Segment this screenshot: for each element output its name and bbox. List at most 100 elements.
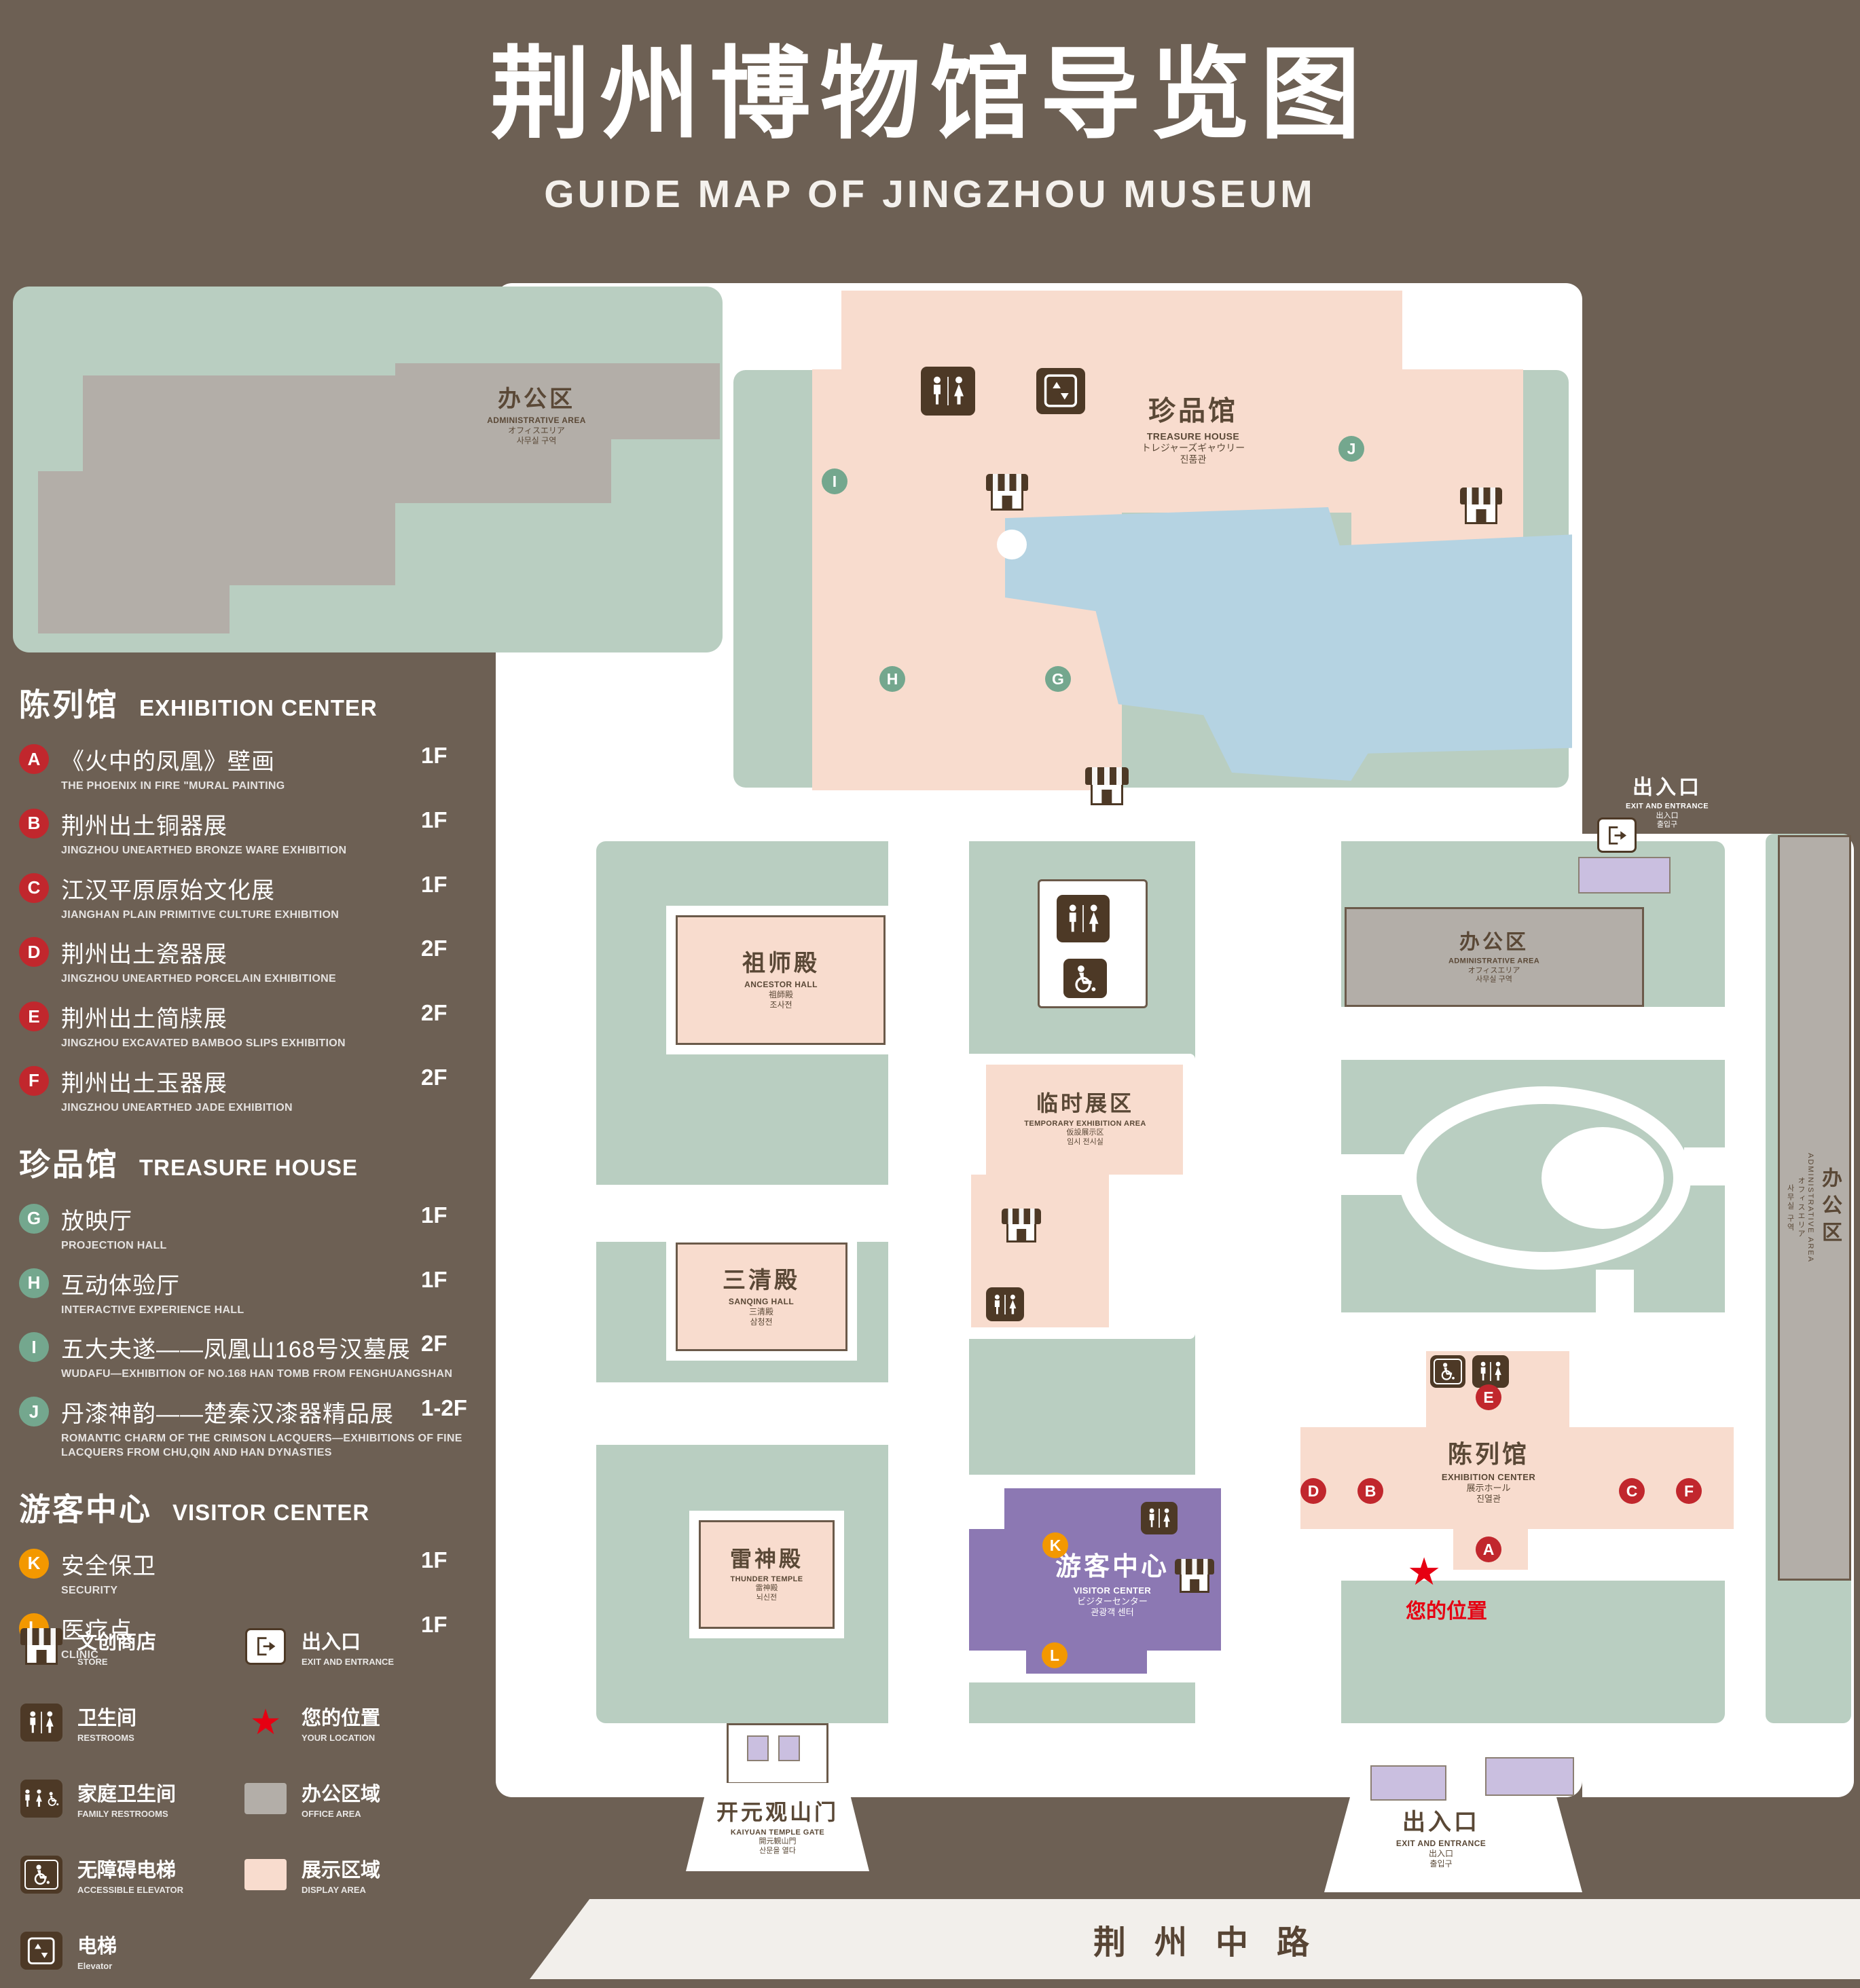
label-sanqing-hall: 三清殿 SANQING HALL 三清殿 삼청전 <box>723 1268 800 1327</box>
fountain <box>997 530 1027 559</box>
accessible-elevator-icon <box>1430 1355 1465 1388</box>
path-horizontal-2 <box>596 1382 888 1445</box>
building-admin-nw <box>38 471 230 633</box>
marker-f: F <box>1676 1478 1702 1504</box>
label-temp-exhibition: 临时展区 TEMPORARY EXHIBITION AREA 仮設展示区 임시 … <box>1024 1091 1146 1147</box>
gate-door <box>778 1735 800 1761</box>
label-admin-mid: 办公区 ADMINISTRATIVE AREA オフィスエリア 사무실 구역 <box>1448 931 1540 984</box>
path-horizontal-1 <box>596 1185 888 1242</box>
path-vertical-1 <box>888 841 969 1723</box>
building-admin-right <box>1778 835 1851 1581</box>
restroom-icon <box>1057 895 1110 942</box>
gate-forecourt <box>686 1783 869 1871</box>
marker-badge-a: A <box>19 744 49 774</box>
marker-badge-b: B <box>19 808 49 839</box>
label-ancestor-hall: 祖师殿 ANCESTOR HALL 祖師殿 조사전 <box>742 951 820 1010</box>
marker-h: H <box>879 666 905 692</box>
page-subtitle: GUIDE MAP OF JINGZHOU MUSEUM <box>544 172 1316 216</box>
building-temp-exhibition <box>986 1065 1183 1175</box>
restroom-icon <box>986 1287 1024 1321</box>
your-location-star-icon: ★ <box>1407 1550 1442 1594</box>
store-icon <box>1085 767 1129 805</box>
store-icon <box>20 1628 62 1665</box>
building-treasure-house <box>969 369 1351 513</box>
marker-c: C <box>1619 1478 1645 1504</box>
marker-badge-j: J <box>19 1397 49 1427</box>
office-area-swatch <box>244 1783 287 1814</box>
restroom-icon <box>1141 1502 1178 1534</box>
marker-badge-i: I <box>19 1332 49 1363</box>
family-restroom-icon <box>20 1780 62 1818</box>
label-treasure-house: 珍品馆 TREASURE HOUSE トレジャーズギャウリー 진품관 <box>1141 396 1245 465</box>
legend-section-visitor-heading: 游客中心 VISITOR CENTER <box>19 1491 370 1527</box>
building-admin-nw <box>395 439 611 503</box>
legend-section-treasure-heading: 珍品馆 TREASURE HOUSE <box>19 1146 359 1182</box>
accessible-elevator-icon <box>20 1856 62 1894</box>
marker-badge-g: G <box>19 1203 49 1234</box>
marker-badge-f: F <box>19 1065 49 1096</box>
gate-door <box>747 1735 769 1761</box>
your-location-label: 您的位置 <box>1406 1600 1487 1623</box>
store-icon <box>1460 487 1502 524</box>
path-horizontal-3 <box>1341 1007 1725 1060</box>
marker-a: A <box>1476 1536 1501 1562</box>
exit-forecourt <box>1324 1797 1582 1892</box>
label-gate: 开元观山门 KAIYUAN TEMPLE GATE 開元観山門 산문을 열다 <box>716 1800 839 1856</box>
marker-badge-h: H <box>19 1268 49 1298</box>
store-icon <box>1175 1559 1214 1593</box>
marker-d: D <box>1300 1478 1326 1504</box>
label-visitor-center: 游客中心 VISITOR CENTER ビジターセンター 관광객 센터 <box>1055 1552 1170 1618</box>
legend-section-exhibition-heading: 陈列馆 EXHIBITION CENTER <box>19 687 378 722</box>
marker-badge-c: C <box>19 872 49 903</box>
exit-gate-structure <box>1578 857 1671 894</box>
building-visitor-center <box>969 1529 1004 1651</box>
marker-g: G <box>1045 666 1071 692</box>
garden-path-stub-left <box>1341 1154 1406 1195</box>
exit-gate-structure <box>1485 1757 1574 1796</box>
label-admin-nw: 办公区 ADMINISTRATIVE AREA オフィスエリア 사무실 구역 <box>487 386 586 446</box>
garden-path-stub-bottom <box>1596 1270 1634 1317</box>
exit-gate-structure <box>1370 1765 1446 1801</box>
display-area-swatch <box>244 1859 287 1890</box>
restroom-icon <box>1472 1355 1509 1388</box>
building-sanqing-hall <box>666 1233 857 1361</box>
marker-i: I <box>822 468 847 494</box>
exit-icon <box>245 1628 286 1665</box>
accessible-restroom-icon <box>1063 959 1107 998</box>
your-location-star-icon: ★ <box>249 1702 282 1743</box>
garden-pond-blob <box>1542 1127 1664 1229</box>
label-admin-right: 办公区 ADMINISTRATIVE AREA オフィスエリア 사무실 구역 <box>1786 1153 1841 1263</box>
store-icon <box>1002 1209 1041 1242</box>
marker-badge-k: K <box>19 1548 49 1579</box>
label-thunder-temple: 雷神殿 THUNDER TEMPLE 雷神殿 뇌신전 <box>729 1547 804 1602</box>
poster-header: 荆州博物馆导览图 GUIDE MAP OF JINGZHOU MUSEUM <box>0 12 1860 217</box>
page-title: 荆州博物馆导览图 <box>490 39 1370 151</box>
gate-structure <box>727 1723 828 1784</box>
marker-l: L <box>1042 1642 1068 1668</box>
label-exit-right: 出入口 EXIT AND ENTRANCE 出入口 출입구 <box>1626 776 1709 829</box>
elevator-icon <box>20 1932 62 1970</box>
building-admin-nw <box>395 363 720 439</box>
marker-k: K <box>1042 1532 1068 1558</box>
restroom-icon <box>921 367 975 416</box>
